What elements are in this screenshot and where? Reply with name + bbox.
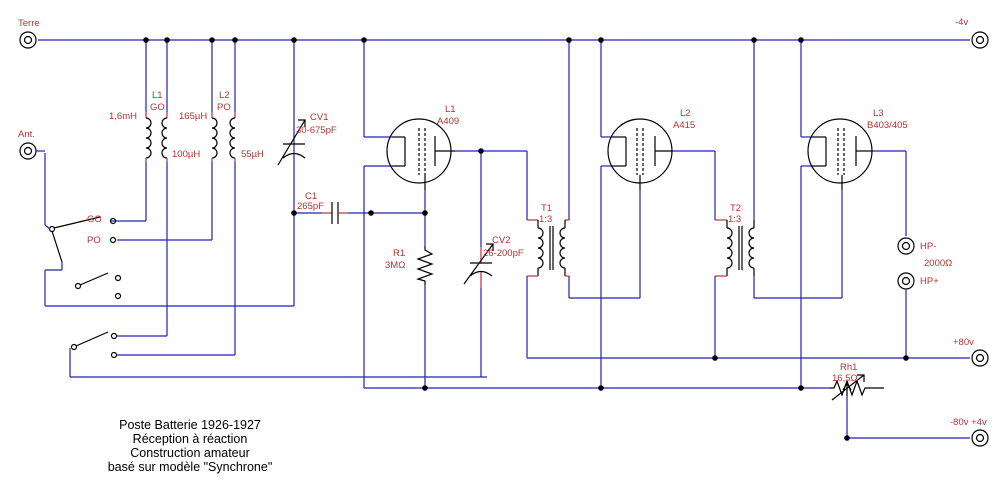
hp-plus-label: HP+ bbox=[920, 276, 939, 287]
switch-antenna bbox=[74, 272, 122, 300]
tube-l3-name: L3 bbox=[873, 108, 884, 119]
transformer-t1-name: T1 bbox=[541, 203, 552, 214]
coil-l1-a-value: 1,6mH bbox=[109, 111, 137, 122]
transformer-t2 bbox=[715, 219, 755, 277]
tube-l2 bbox=[607, 118, 673, 190]
tube-l1-name: L1 bbox=[445, 104, 456, 115]
transformer-t2-name: T2 bbox=[730, 203, 741, 214]
caption-line-3: Construction amateur bbox=[130, 446, 250, 460]
coil-l2-a-value: 165µH bbox=[179, 111, 207, 122]
terminal-minus80v-plus4v bbox=[971, 429, 989, 447]
transformer-t1 bbox=[527, 219, 569, 277]
coil-l1-b-value: 100µH bbox=[172, 149, 200, 160]
r1-name: R1 bbox=[393, 248, 405, 259]
cv1-value: 30-675pF bbox=[296, 125, 337, 136]
hp-impedance-label: 2000Ω bbox=[924, 258, 952, 269]
c1-name: C1 bbox=[305, 191, 317, 202]
coil-l1-a bbox=[145, 112, 152, 162]
tube-l1 bbox=[386, 118, 455, 190]
minus4v-label: -4v bbox=[955, 17, 968, 28]
coil-l2-b-value: 55µH bbox=[241, 149, 264, 160]
wiring bbox=[38, 39, 970, 439]
tube-l2-type: A415 bbox=[673, 120, 695, 131]
coil-l1-name: L1 bbox=[152, 90, 163, 101]
switch-po-label: PO bbox=[87, 235, 101, 246]
resistor-r1 bbox=[416, 246, 434, 285]
rheostat-rh1 bbox=[830, 374, 884, 401]
diagram-caption: Poste Batterie 1926-1927 Réception à réa… bbox=[70, 418, 310, 474]
terre-label: Terre bbox=[18, 18, 40, 29]
antenna-label: Ant. bbox=[18, 129, 35, 140]
capacitor-cv2 bbox=[463, 243, 494, 288]
plus80v-label: +80v bbox=[953, 337, 974, 348]
caption-line-2: Réception à réaction bbox=[132, 432, 248, 446]
transformer-t1-ratio: 1:3 bbox=[539, 214, 552, 225]
cv2-name: CV2 bbox=[492, 235, 510, 246]
minus80v-plus4v-label: -80v +4v bbox=[950, 417, 987, 428]
cv2-value: 26-200pF bbox=[483, 248, 524, 259]
tube-l3-type: B403/405 bbox=[867, 120, 908, 131]
terminal-hp-minus bbox=[897, 237, 915, 255]
coil-l2-b bbox=[229, 112, 236, 162]
tube-l3 bbox=[807, 118, 873, 190]
switch-coil-select bbox=[70, 331, 118, 359]
terminal-hp-plus bbox=[897, 272, 915, 290]
coil-l2-a bbox=[211, 112, 218, 162]
coil-l2-name: L2 bbox=[219, 90, 230, 101]
r1-value: 3MΩ bbox=[385, 260, 405, 271]
hp-minus-label: HP- bbox=[920, 241, 936, 252]
transformer-t2-ratio: 1:3 bbox=[728, 214, 741, 225]
coil-l2-band: PO bbox=[217, 102, 231, 113]
junction-dots bbox=[143, 37, 909, 441]
cv1-name: CV1 bbox=[310, 112, 328, 123]
coil-l1-band: GO bbox=[150, 102, 165, 113]
tube-l2-name: L2 bbox=[680, 108, 691, 119]
rh1-name: Rh1 bbox=[840, 362, 857, 373]
capacitor-c1 bbox=[322, 202, 348, 224]
terminal-antenna bbox=[19, 142, 45, 160]
terminal-minus4v bbox=[971, 31, 989, 49]
c1-value: 265pF bbox=[297, 201, 324, 212]
capacitor-cv1 bbox=[277, 119, 306, 166]
coil-l1-b bbox=[161, 112, 168, 162]
band-switch-go-po bbox=[44, 216, 117, 271]
terminal-plus80v bbox=[971, 349, 989, 367]
terminal-terre bbox=[19, 31, 37, 49]
caption-line-4: basé sur modèle "Synchrone" bbox=[107, 460, 273, 474]
rh1-value: 16,5Ω bbox=[832, 373, 858, 384]
tube-l1-type: A409 bbox=[437, 116, 459, 127]
switch-go-label: GO bbox=[87, 214, 102, 225]
caption-line-1: Poste Batterie 1926-1927 bbox=[119, 418, 261, 432]
